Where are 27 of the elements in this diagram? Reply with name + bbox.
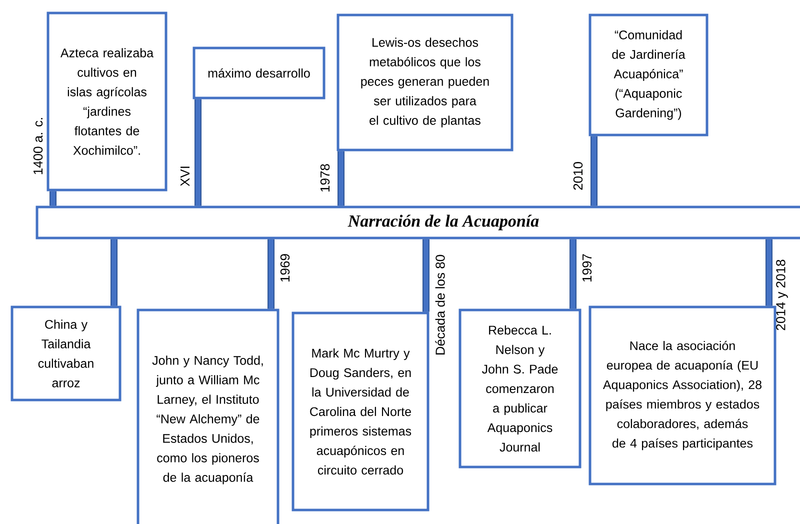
date-label: Década de los 80 [435,254,445,355]
date-label: 1978 [320,164,330,192]
timeline-stem [590,136,598,206]
event-box: Azteca realizaba cultivos en islas agrícolas “jardines flotantes de Xochimilco”. [46,12,168,192]
date-label: XVI [180,166,190,186]
timeline-stem [766,239,772,306]
event-box: Rebecca L. Nelson y John S. Pade comenzaron a publicar Aquaponics Journal [458,308,582,468]
timeline-stem [110,239,118,306]
event-box: Mark Mc Murtry y Doug Sanders, en la Universidad de Carolina del Norte primeros sistemas acuapónicos en circuito cerrado [292,312,430,512]
timeline-stem [422,239,430,312]
timeline-bar: Narración de la Acuaponía [36,206,800,240]
event-box: Nace la asociación europea de acuaponía (EU Aquaponics Association), 28 países miembros y estados colaboradores, además de 4 países participantes [588,306,776,486]
date-label: 1969 [280,254,290,282]
timeline-stem [50,191,56,206]
timeline-stem [570,239,576,309]
date-label: 1400 a. c. [33,118,43,174]
event-box: máximo desarrollo [192,46,326,100]
timeline-stem [194,99,202,206]
timeline-stem [338,151,344,206]
date-label: 1997 [582,254,592,282]
event-box: “Comunidad de Jardinería Acuapónica” (“Aquaponic Gardening”) [588,14,708,136]
date-label: 2010 [573,162,583,190]
event-box: China y Tailandia cultivaban arroz [10,306,122,402]
event-box: John y Nancy Todd, junto a William Mc Larney, el Instituto “New Alchemy” de Estados Unidos, como los pioneros de la acuaponía [136,308,280,524]
timeline-stem [268,239,274,309]
date-label: 2014 y 2018 [776,260,788,330]
event-box: Lewis-os desechos metabólicos que los peces generan pueden ser utilizados para el cultivo de plantas [336,14,514,152]
